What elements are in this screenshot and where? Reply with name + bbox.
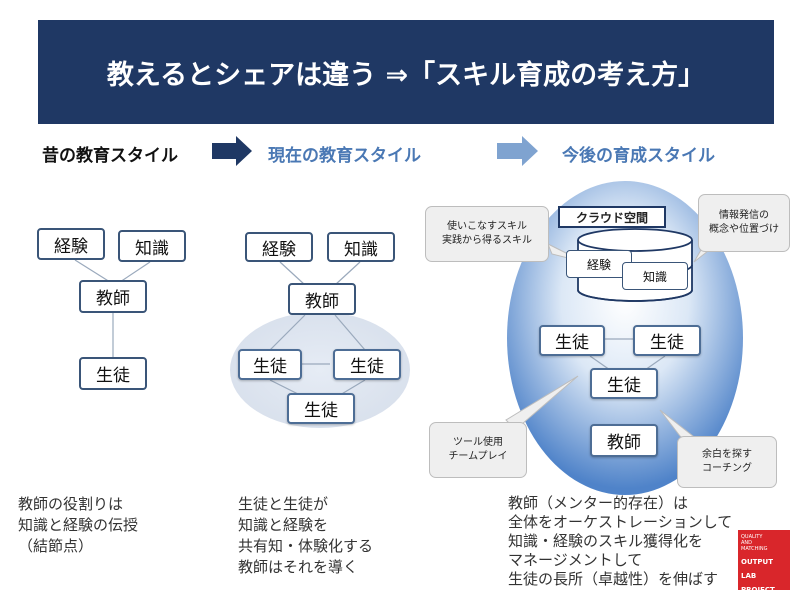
future-node-chishiki: 知識: [622, 262, 688, 290]
present-node-chishiki: 知識: [327, 232, 395, 262]
future-cloud-label: クラウド空間: [558, 206, 666, 228]
present-node-teacher: 教師: [288, 283, 356, 315]
description-present: 生徒と生徒が 知識と経験を 共有知・体験化する 教師はそれを導く: [238, 495, 374, 576]
present-node-student-2: 生徒: [333, 349, 401, 380]
arrow-icon-present-future: [497, 136, 538, 166]
callout-tool: ツール使用 チームプレイ: [429, 422, 527, 478]
present-node-student-3: 生徒: [287, 393, 355, 424]
past-node-student: 生徒: [79, 357, 147, 390]
present-node-student-1: 生徒: [238, 349, 302, 380]
description-past: 教師の役割りは 知識と経験の伝授 （結節点）: [18, 495, 139, 555]
stage-label-present: 現在の教育スタイル: [268, 146, 421, 166]
future-node-student-2: 生徒: [633, 325, 701, 356]
stage-label-future: 今後の育成スタイル: [562, 146, 715, 166]
present-node-keiken: 経験: [245, 232, 313, 262]
past-node-teacher: 教師: [79, 280, 147, 313]
future-node-student-1: 生徒: [539, 325, 605, 356]
page-title: 教えるとシェアは違う ⇒「スキル育成の考え方」: [38, 20, 774, 124]
stage-label-past: 昔の教育スタイル: [42, 146, 178, 166]
output-lab-logo: QUALITY AND MATCHING OUTPUT LAB PROJECT: [738, 530, 790, 594]
present-student-halo: [230, 312, 410, 428]
callout-coach: 余白を探す コーチング: [677, 436, 777, 488]
description-future: 教師（メンター的存在）は 全体をオーケストレーションして 知識・経験のスキル獲得…: [508, 494, 733, 588]
past-node-keiken: 経験: [37, 228, 105, 260]
future-node-teacher: 教師: [590, 424, 658, 457]
callout-skills: 使いこなすスキル 実践から得るスキル: [425, 206, 549, 262]
arrow-icon-past-present: [212, 136, 252, 166]
future-node-student-3: 生徒: [590, 368, 658, 399]
past-node-chishiki: 知識: [118, 230, 186, 262]
callout-info: 情報発信の 概念や位置づけ: [698, 194, 790, 252]
